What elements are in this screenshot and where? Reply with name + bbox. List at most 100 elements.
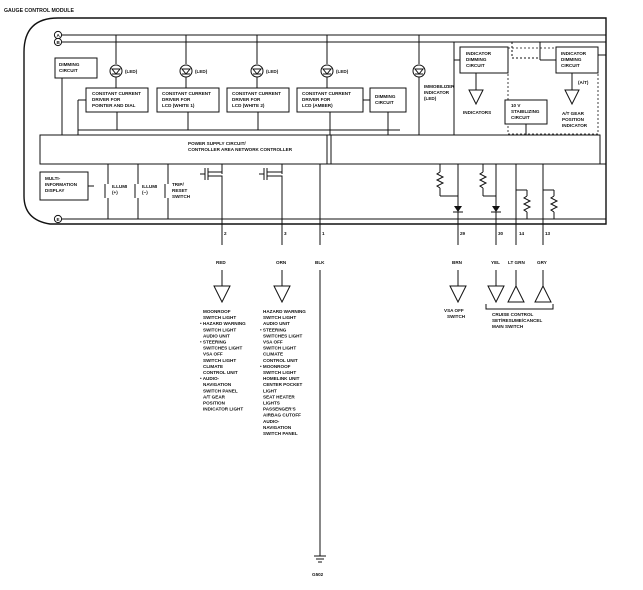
wire-color-ltgrn: LT GRN: [508, 260, 525, 265]
svg-text:(+): (+): [112, 190, 118, 195]
svg-text:LCD (WHITE 1): LCD (WHITE 1): [162, 103, 195, 108]
destination-line: MOONROOF: [203, 309, 231, 314]
destination-line: VSA OFF: [203, 352, 223, 357]
bus-b-marker: B: [53, 37, 63, 47]
svg-text:POINTER AND DIAL: POINTER AND DIAL: [92, 103, 136, 108]
led-group: (LED) (LED) (LED) (LED): [109, 35, 455, 135]
svg-text:INDICATOR: INDICATOR: [562, 123, 588, 128]
at-gear-indicator-symbol: A/T GEAR POSITION INDICATOR: [562, 89, 588, 128]
power-supply-circuit: POWER SUPPLY CIRCUIT/ CONTROLLER AREA NE…: [39, 134, 601, 165]
destination-line: SEAT HEATER: [263, 394, 295, 399]
led-3: (LED): [250, 35, 279, 88]
svg-text:CIRCUIT: CIRCUIT: [375, 100, 394, 105]
destination-line: LIGHTS: [263, 401, 280, 406]
svg-text:VSA OFF: VSA OFF: [444, 308, 464, 313]
svg-text:IMMOBILIZER: IMMOBILIZER: [424, 84, 455, 89]
ground-label: G502: [312, 572, 324, 577]
wire-color-gry: GRY: [537, 260, 547, 265]
svg-text:(A/T): (A/T): [578, 80, 589, 85]
destination-line: CENTER POCKET: [263, 382, 302, 387]
destination-line: SWITCH LIGHT: [263, 346, 296, 351]
destination-line: HOMELINK UNIT: [263, 376, 300, 381]
destination-line: CONTROL UNIT: [263, 358, 298, 363]
destination-line: AUDIO UNIT: [263, 321, 290, 326]
dest-arrow-gry: [534, 284, 552, 303]
cc-driver-white2: CONSTANT CURRENT DRIVER FOR LCD (WHITE 2…: [226, 87, 290, 113]
cruise-bracket: [485, 304, 554, 310]
pin-14: 14: [519, 231, 525, 236]
destination-line: SWITCH PANEL: [203, 388, 238, 393]
cc-driver-amber: CONSTANT CURRENT DRIVER FOR LCD (AMBER): [296, 87, 364, 113]
destination-line: • HAZARD WARNING: [200, 321, 246, 326]
destination-line: CLIMATE: [263, 352, 283, 357]
led-1: (LED): [109, 35, 138, 88]
module-title: GAUGE CONTROL MODULE: [4, 8, 74, 14]
destination-line: SWITCH LIGHT: [263, 315, 296, 320]
cruise-switch-label: CRUISE CONTROL SET/RESUME/CANCEL MAIN SW…: [492, 312, 542, 329]
destination-line: SWITCH PANEL: [263, 431, 298, 436]
svg-text:STABILIZING: STABILIZING: [511, 109, 540, 114]
indicators-symbol: INDICATORS: [463, 89, 491, 115]
destination-line: SWITCH LIGHT: [203, 315, 236, 320]
indicator-dimming-circuit-1: INDICATOR DIMMING CIRCUIT: [453, 42, 509, 135]
svg-text:DRIVER FOR: DRIVER FOR: [302, 97, 331, 102]
svg-text:SWITCH: SWITCH: [172, 194, 191, 199]
dimming-circuit-left: DIMMING CIRCUIT: [54, 57, 98, 135]
wire-color-red: RED: [216, 260, 226, 265]
destination-line: • STEERING: [260, 327, 287, 332]
svg-text:RESET: RESET: [172, 188, 188, 193]
svg-text:(−): (−): [142, 190, 148, 195]
svg-text:INDICATORS: INDICATORS: [463, 110, 491, 115]
cc-driver-white1: CONSTANT CURRENT DRIVER FOR LCD (WHITE 1…: [156, 87, 220, 113]
svg-text:CRUISE CONTROL: CRUISE CONTROL: [492, 312, 534, 317]
svg-text:(LED): (LED): [266, 69, 279, 74]
svg-text:CIRCUIT: CIRCUIT: [466, 63, 485, 68]
led-immobilizer: IMMOBILIZER INDICATOR (LED): [412, 35, 455, 135]
svg-text:CIRCUIT: CIRCUIT: [511, 115, 530, 120]
multi-information-display: MULTI- INFORMATION DISPLAY: [39, 171, 94, 201]
dest-arrow-vsa: [449, 285, 467, 304]
svg-text:DIMMING: DIMMING: [59, 62, 80, 67]
svg-text:INDICATOR: INDICATOR: [561, 51, 587, 56]
illumi-minus-switch: ILLUMI (−): [134, 164, 157, 219]
svg-text:10 V: 10 V: [511, 103, 521, 108]
led-2: (LED): [179, 35, 208, 88]
svg-text:CONSTANT CURRENT: CONSTANT CURRENT: [92, 91, 141, 96]
stabilizing-circuit: 10 V STABILIZING CIRCUIT: [504, 99, 548, 135]
destination-line: AIRBAG CUTOFF: [263, 413, 301, 418]
svg-text:(LED): (LED): [336, 69, 349, 74]
svg-text:SWITCH: SWITCH: [447, 314, 466, 319]
dest-arrow-ltgrn: [507, 284, 525, 303]
bus-a-marker: A: [53, 30, 63, 40]
svg-text:DRIVER FOR: DRIVER FOR: [92, 97, 121, 102]
destination-line: VSA OFF: [263, 340, 283, 345]
svg-text:POSITION: POSITION: [562, 117, 585, 122]
destination-line: SWITCHES LIGHT: [203, 346, 242, 351]
svg-text:(LED): (LED): [195, 69, 208, 74]
wire-color-brn: BRN: [452, 260, 463, 265]
svg-text:MAIN SWITCH: MAIN SWITCH: [492, 324, 524, 329]
svg-text:POWER SUPPLY CIRCUIT/: POWER SUPPLY CIRCUIT/: [188, 141, 246, 146]
svg-text:DIMMING: DIMMING: [375, 94, 396, 99]
destination-line: A/T GEAR: [203, 394, 226, 399]
destination-line: • STEERING: [200, 340, 227, 345]
svg-text:A/T GEAR: A/T GEAR: [562, 111, 585, 116]
led-4: (LED): [320, 35, 349, 88]
svg-text:INDICATOR: INDICATOR: [466, 51, 492, 56]
bus-e-marker: E: [53, 214, 63, 224]
svg-text:CONTROLLER AREA NETWORK CONTRO: CONTROLLER AREA NETWORK CONTROLLER: [188, 147, 293, 152]
destination-line: AUDIO UNIT: [203, 333, 230, 338]
destination-line: SWITCH LIGHT: [263, 370, 296, 375]
svg-text:DIMMING: DIMMING: [561, 57, 582, 62]
destination-line: • MOONROOF: [260, 364, 291, 369]
svg-text:INDICATOR: INDICATOR: [424, 90, 450, 95]
dimming-circuit-mid: DIMMING CIRCUIT: [363, 87, 407, 135]
cruise-ltgrn-circuit: [515, 164, 532, 245]
dest-arrow-orn: [273, 285, 291, 304]
destination-line: • AUDIO-: [200, 376, 220, 381]
destination-line: NAVIGATION: [203, 382, 232, 387]
pin-2: 2: [224, 231, 227, 236]
vsa-off-switch-label: VSA OFF SWITCH: [444, 308, 466, 319]
